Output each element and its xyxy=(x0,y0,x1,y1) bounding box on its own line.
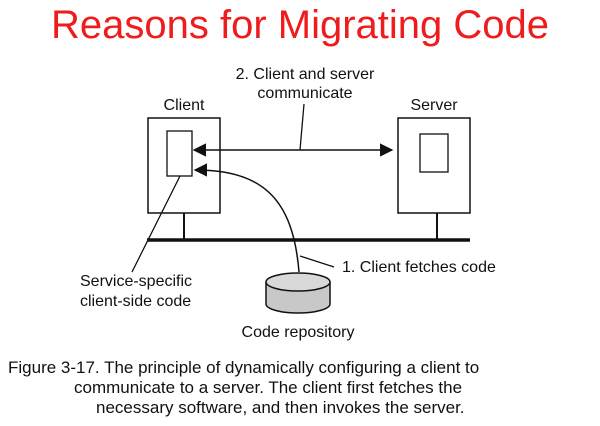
server-label: Server xyxy=(410,97,458,114)
service-label-line2: client-side code xyxy=(80,293,191,310)
repository-label: Code repository xyxy=(242,324,355,341)
figure-caption: Figure 3-17. The principle of dynamicall… xyxy=(8,358,598,418)
client-label: Client xyxy=(164,97,205,114)
fetch-arrow xyxy=(193,163,300,273)
client-machine xyxy=(147,117,221,240)
server-inner-box xyxy=(419,133,449,173)
communicate-label-line2: communicate xyxy=(257,85,352,102)
client-side-code-box xyxy=(166,130,193,177)
communicate-label-line1: 2. Client and server xyxy=(236,66,375,83)
fetch-label: 1. Client fetches code xyxy=(342,259,496,276)
communicate-leader xyxy=(299,103,305,151)
server-machine xyxy=(397,117,471,240)
caption-line-1: Figure 3-17. The principle of dynamicall… xyxy=(8,358,480,377)
service-label-line1: Service-specific xyxy=(80,273,192,290)
caption-line-2: communicate to a server. The client firs… xyxy=(74,378,463,397)
code-repository-cylinder xyxy=(265,272,331,314)
fetch-leader xyxy=(299,255,335,268)
service-leader xyxy=(131,175,181,273)
caption-line-3: necessary software, and then invokes the… xyxy=(96,398,465,417)
slide-title: Reasons for Migrating Code xyxy=(50,3,550,47)
